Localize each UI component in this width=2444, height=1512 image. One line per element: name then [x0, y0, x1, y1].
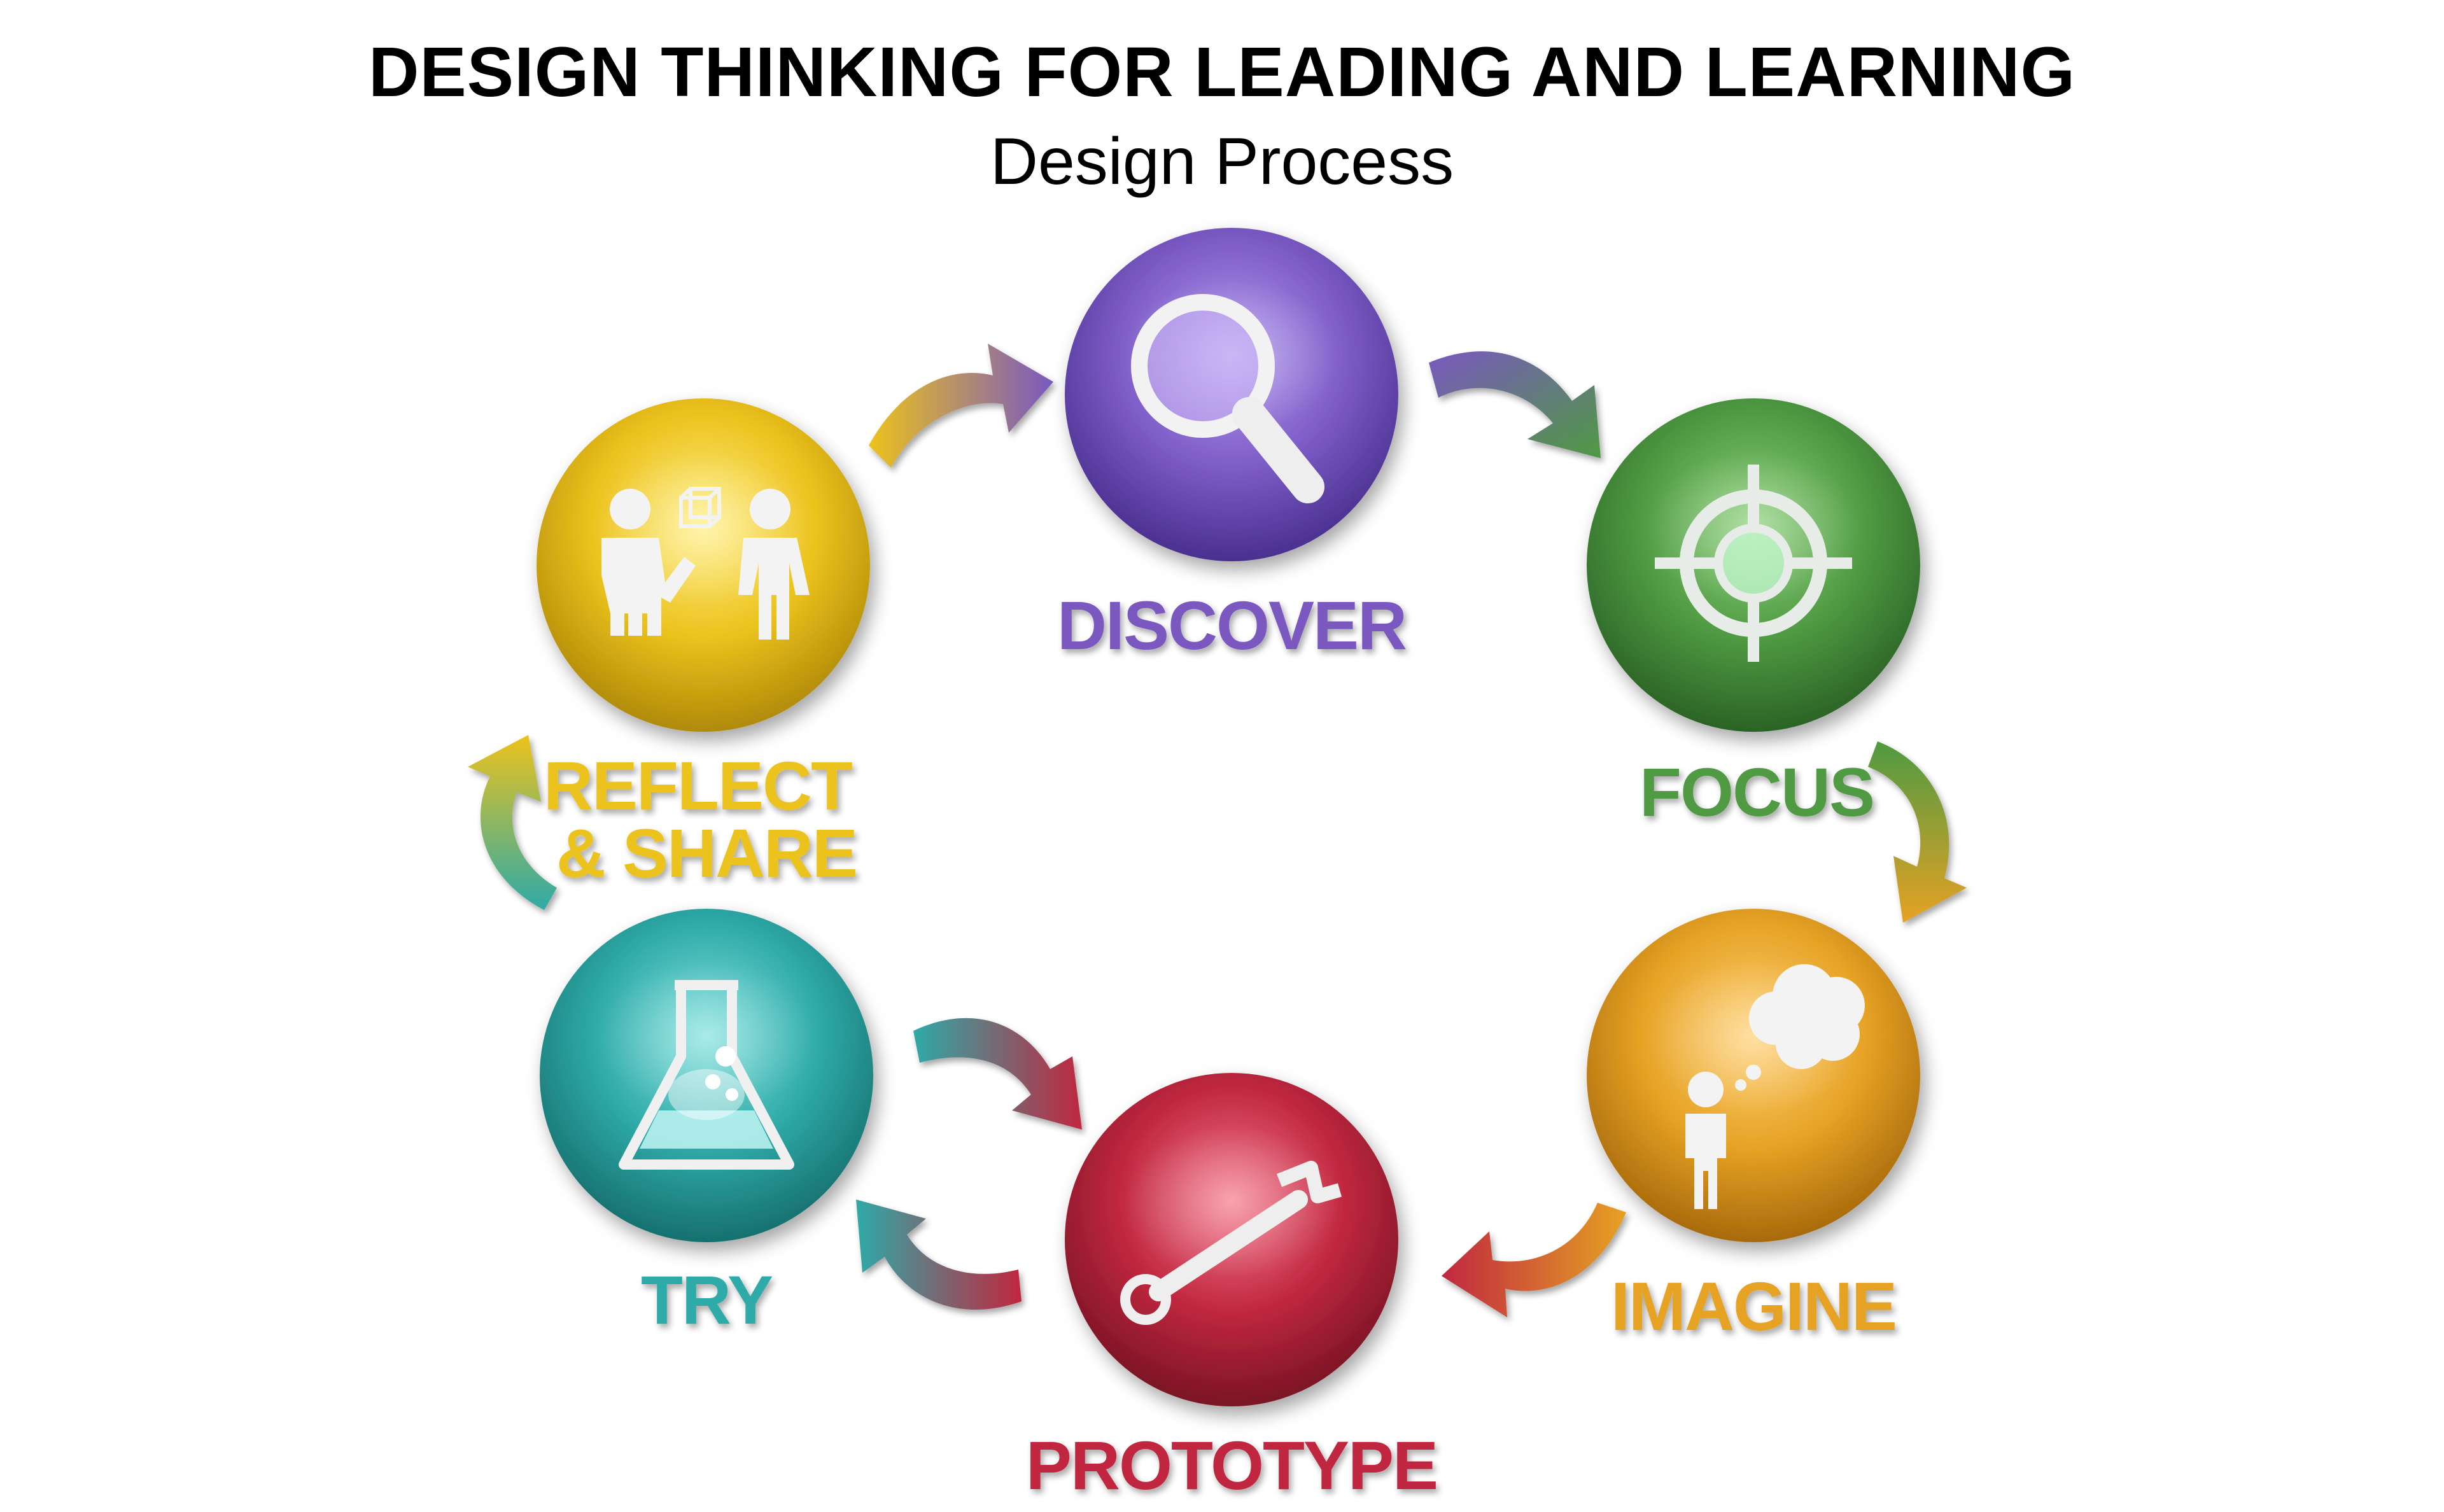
arrow-prototype-to-try: [856, 1200, 1022, 1310]
stage-imagine: IMAGINE: [1587, 909, 1920, 1345]
stage-focus: FOCUS: [1587, 398, 1920, 830]
stage-reflect-label-line-2: & SHARE: [556, 815, 857, 892]
stage-prototype: PROTOTYPE: [1026, 1073, 1438, 1504]
stage-focus-label-line: FOCUS: [1640, 753, 1874, 830]
stage-try-label-line: TRY: [641, 1261, 773, 1338]
arrow-try-to-reflect: [468, 735, 557, 910]
stage-discover: DISCOVER: [1057, 228, 1407, 664]
diagram-subtitle: Design Process: [990, 125, 1454, 199]
stage-prototype-label: PROTOTYPE: [1026, 1427, 1437, 1504]
stage-imagine-label: IMAGINE: [1611, 1268, 1896, 1345]
stage-try: TRY: [540, 909, 873, 1338]
stage-reflect-share: REFLECT & SHARE: [537, 398, 870, 892]
people-sharing-icon: [601, 487, 810, 640]
wrench-icon: [1120, 1161, 1342, 1325]
diagram-title: DESIGN THINKING FOR LEADING AND LEARNING: [368, 33, 2076, 111]
magnifier-icon: [1131, 294, 1324, 503]
arrow-reflect-to-discover: [869, 344, 1053, 468]
arrow-focus-to-imagine: [1868, 741, 1967, 923]
flask-icon: [619, 980, 794, 1170]
stage-reflect-label-line-1: REFLECT: [544, 747, 852, 824]
stage-discover-label-line: DISCOVER: [1057, 587, 1406, 664]
target-icon: [1655, 465, 1852, 662]
stage-prototype-label-line: PROTOTYPE: [1026, 1427, 1437, 1504]
stage-focus-label: FOCUS: [1640, 753, 1874, 830]
cycle-arrows: [468, 344, 1967, 1317]
arrow-discover-to-focus: [1429, 351, 1601, 458]
arrow-try-to-prototype: [913, 1018, 1082, 1130]
thought-bubble-person-icon: [1685, 964, 1865, 1209]
stage-imagine-label-line: IMAGINE: [1611, 1268, 1896, 1345]
arrow-imagine-to-prototype: [1442, 1203, 1626, 1317]
stage-reflect-label: REFLECT & SHARE: [544, 747, 869, 892]
stage-discover-label: DISCOVER: [1057, 587, 1406, 664]
stage-try-label: TRY: [641, 1261, 773, 1338]
